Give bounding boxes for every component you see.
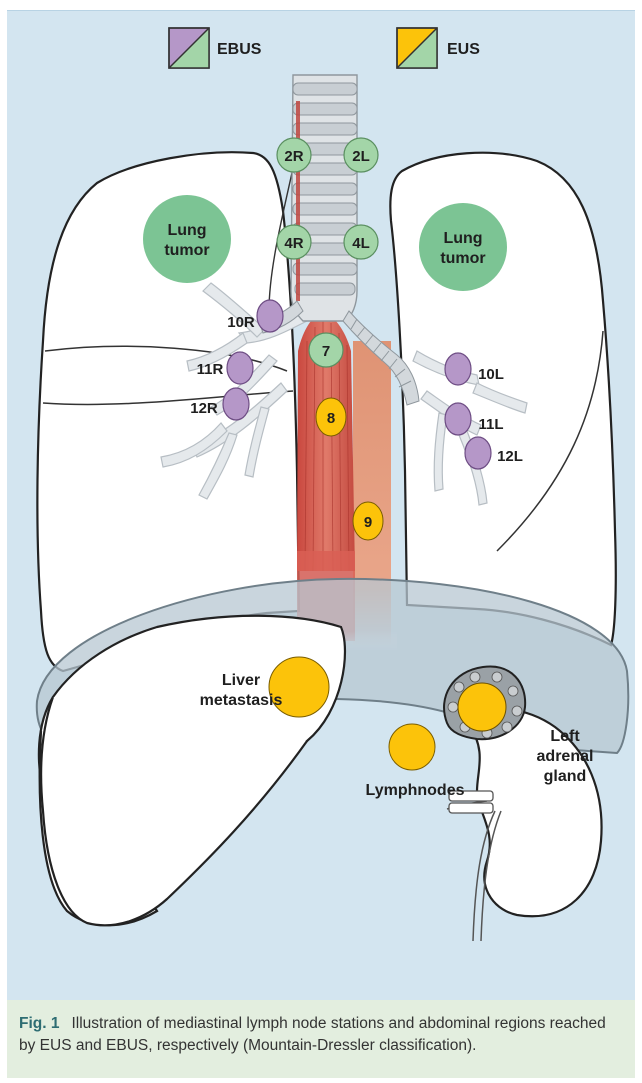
svg-text:7: 7: [322, 343, 330, 360]
svg-text:10L: 10L: [478, 366, 504, 383]
svg-text:11L: 11L: [478, 416, 503, 433]
figure-illustration: EBUS EUS Lung tumor Lung tu: [7, 10, 635, 1001]
caption-label: Fig. 1: [19, 1015, 59, 1032]
left-lung-tumor-label-line1: Lung: [443, 230, 482, 247]
left-lung-tumor-label-line2: tumor: [440, 250, 485, 267]
liver-metastasis-label-line1: Liver: [222, 672, 260, 689]
station-2L: 2L: [344, 138, 378, 172]
lymphnodes-label: Lymphnodes: [366, 782, 465, 799]
liver-metastasis-label-line2: metastasis: [200, 692, 283, 709]
svg-text:8: 8: [327, 410, 335, 427]
svg-text:11R: 11R: [197, 361, 224, 378]
svg-text:12L: 12L: [497, 448, 523, 465]
left-lung-tumor: [419, 203, 507, 291]
eus-legend-swatch: [397, 28, 437, 68]
svg-text:9: 9: [364, 514, 372, 531]
svg-text:2R: 2R: [284, 148, 303, 165]
right-lung-tumor-label-line1: Lung: [167, 222, 206, 239]
svg-text:4L: 4L: [352, 235, 370, 252]
station-2R: 2R: [277, 138, 311, 172]
station-4R: 4R: [277, 225, 311, 259]
station-4L: 4L: [344, 225, 378, 259]
right-lung-tumor-label-line2: tumor: [164, 242, 209, 259]
svg-text:4R: 4R: [284, 235, 303, 252]
svg-text:10R: 10R: [227, 314, 255, 331]
adrenal-label-line3: gland: [544, 768, 587, 785]
adrenal-label-line2: adrenal: [537, 748, 594, 765]
ebus-legend-label: EBUS: [217, 41, 262, 58]
station-7: 7: [309, 333, 343, 367]
svg-text:2L: 2L: [352, 148, 370, 165]
legend: EBUS EUS: [169, 28, 480, 68]
eus-legend-label: EUS: [447, 41, 480, 58]
adrenal-label-line1: Left: [550, 728, 580, 745]
ebus-legend-swatch: [169, 28, 209, 68]
abdominal-lymph-node: [389, 724, 435, 770]
station-8: 8: [316, 398, 346, 436]
svg-text:12R: 12R: [190, 400, 218, 417]
right-lung-tumor: [143, 195, 231, 283]
station-9: 9: [353, 502, 383, 540]
caption-text: Illustration of mediastinal lymph node s…: [19, 1015, 606, 1054]
